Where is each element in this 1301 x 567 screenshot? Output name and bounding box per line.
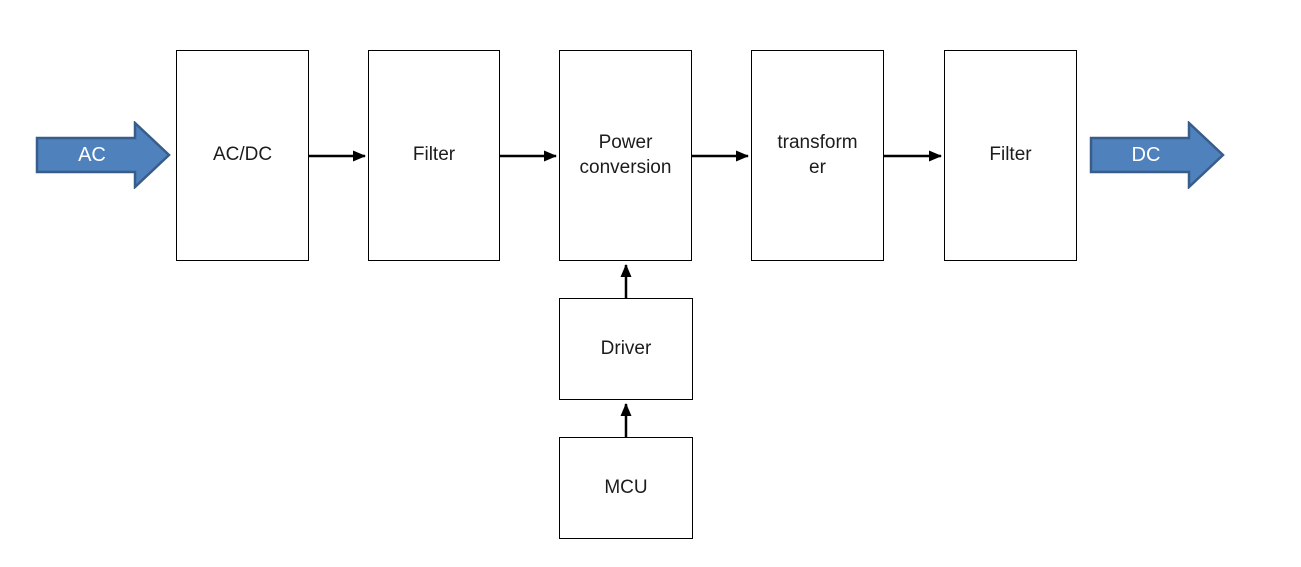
box-filter-output-label: Filter [989, 144, 1032, 166]
dc-arrow-shape [1089, 121, 1225, 189]
box-power-conversion-label-line1: Power [598, 131, 653, 153]
box-transformer: transform er [751, 50, 884, 261]
ac-input-arrow: AC [35, 121, 172, 189]
box-ac-dc: AC/DC [176, 50, 309, 261]
box-driver: Driver [559, 298, 693, 400]
box-filter-input-label: Filter [412, 144, 456, 166]
box-filter-input: Filter [368, 50, 500, 261]
dc-arrow-label: DC [1131, 143, 1161, 166]
box-mcu: MCU [559, 437, 693, 539]
box-power-conversion-label-line2: conversion [579, 156, 672, 178]
dc-output-arrow: DC [1089, 121, 1226, 189]
ac-arrow-label: AC [78, 143, 106, 166]
box-mcu-label: MCU [604, 476, 648, 498]
box-ac-dc-label: AC/DC [212, 144, 273, 166]
ac-arrow-shape [35, 121, 171, 189]
box-filter-output: Filter [944, 50, 1077, 261]
box-driver-label: Driver [600, 337, 652, 359]
box-power-conversion: Power conversion [559, 50, 692, 261]
box-transformer-label-line2: er [809, 156, 826, 178]
box-transformer-label-line1: transform [777, 131, 858, 153]
